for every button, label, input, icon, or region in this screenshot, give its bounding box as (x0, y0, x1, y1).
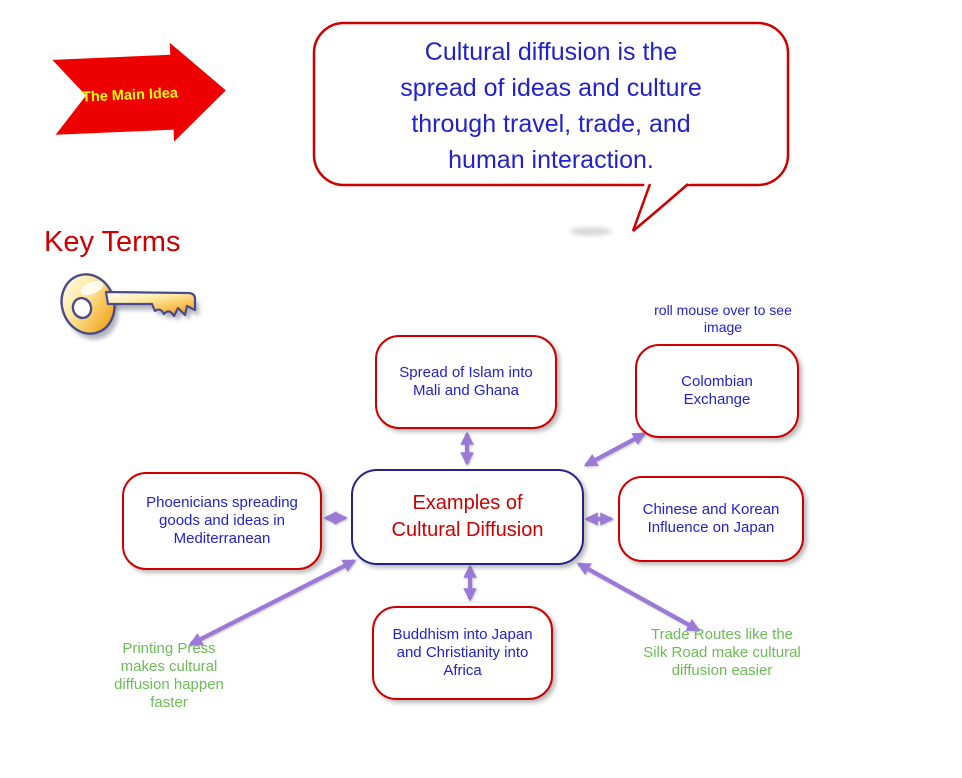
node-label: Colombian Exchange (681, 373, 753, 408)
main-idea-label: The Main Idea (81, 85, 179, 106)
connector-center-colombian (583, 432, 647, 467)
node-label: Buddhism into Japan and Christianity int… (392, 626, 533, 679)
rollover-hint: roll mouse over to see image (654, 302, 792, 335)
node-phoenicians[interactable]: Phoenicians spreading goods and ideas in… (122, 472, 322, 570)
definition-line: human interaction. (448, 146, 654, 174)
connector-center-printing (188, 559, 357, 646)
node-buddhism-christianity[interactable]: Buddhism into Japan and Christianity int… (372, 606, 553, 700)
note-trade-routes: Trade Routes like the Silk Road make cul… (643, 626, 801, 679)
main-idea-arrow: The Main Idea (50, 38, 234, 152)
node-chinese-korean-influence[interactable]: Chinese and Korean Influence on Japan (618, 476, 804, 562)
definition-line: Cultural diffusion is the (424, 38, 678, 66)
note-printing-press: Printing Press makes cultural diffusion … (114, 640, 224, 711)
node-spread-of-islam[interactable]: Spread of Islam into Mali and Ghana (375, 335, 557, 429)
main-idea-definition: Cultural diffusion is the spread of idea… (339, 26, 763, 186)
main-idea-speech-bubble: Cultural diffusion is the spread of idea… (311, 20, 793, 242)
right-arrow-shape (52, 42, 226, 142)
node-label: Spread of Islam into Mali and Ghana (399, 364, 533, 399)
key-icon (60, 273, 199, 340)
node-colombian-exchange[interactable]: Colombian Exchange (635, 344, 799, 438)
key-terms-heading: Key Terms (44, 226, 181, 258)
definition-line: through travel, trade, and (411, 110, 691, 138)
node-center-examples: Examples of Cultural Diffusion (351, 469, 584, 565)
node-label: Phoenicians spreading goods and ideas in… (146, 494, 298, 547)
node-label: Chinese and Korean Influence on Japan (642, 501, 780, 536)
definition-line: spread of ideas and culture (400, 74, 702, 102)
center-title: Examples of Cultural Diffusion (391, 492, 544, 541)
bubble-tail-smudge (570, 227, 612, 236)
connector-center-trade (576, 562, 701, 632)
